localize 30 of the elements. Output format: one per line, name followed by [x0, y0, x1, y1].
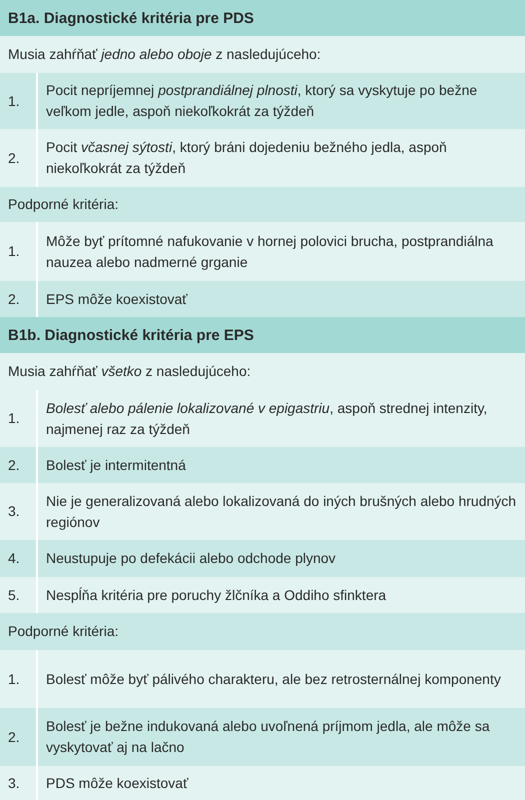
- criterion-text: Bolesť alebo pálenie lokalizované v epigastriu, aspoň strednej intenzity, najmenej raz za týždeň: [37, 390, 525, 447]
- table-header: B1a. Diagnostické kritéria pre PDS: [0, 0, 525, 36]
- criterion-text: Nie je generalizovaná alebo lokalizovaná do iných brušných alebo hrudných regiónov: [37, 483, 525, 540]
- criterion-text: Neustupuje po defekácii alebo odchode plynov: [37, 540, 525, 577]
- criterion-text: Pocit nepríjemnej postprandiálnej plnosti, ktorý sa vyskytuje po bežne veľkom jedle, aspoň niekoľkokrát za týždeň: [37, 73, 525, 129]
- row-number: 1.: [0, 650, 37, 708]
- criterion-text: Bolesť je bežne indukovaná alebo uvoľnená príjmom jedla, ale môže sa vyskytovať aj na lačno: [37, 708, 525, 766]
- row-number: 2.: [0, 708, 37, 766]
- row-number: 1.: [0, 390, 37, 447]
- table-header: B1b. Diagnostické kritéria pre EPS: [0, 317, 525, 353]
- criterion-text: EPS môže koexistovať: [37, 281, 525, 317]
- row-number: 3.: [0, 766, 37, 800]
- row-number: 3.: [0, 483, 37, 540]
- criterion-text: Bolesť môže byť pálivého charakteru, ale bez retrosternálnej komponenty: [37, 650, 525, 708]
- criterion-text: Môže byť prítomné nafukovanie v hornej polovici brucha, postprandiálna nauzea alebo nadmerné grganie: [37, 222, 525, 281]
- criterion-text: Bolesť je intermitentná: [37, 447, 525, 483]
- row-number: 4.: [0, 540, 37, 577]
- criterion-text: PDS môže koexistovať: [37, 766, 525, 800]
- criterion-text: Nespĺňa kritéria pre poruchy žlčníka a Oddiho sfinktera: [37, 577, 525, 613]
- section-label: Podporné kritéria:: [0, 187, 525, 222]
- row-number: 1.: [0, 222, 37, 281]
- row-number: 2.: [0, 129, 37, 187]
- row-number: 2.: [0, 447, 37, 483]
- row-number: 5.: [0, 577, 37, 613]
- row-number: 1.: [0, 73, 37, 129]
- section-label: Musia zahŕňať všetko z nasledujúceho:: [0, 353, 525, 390]
- section-label: Podporné kritéria:: [0, 613, 525, 650]
- criterion-text: Pocit včasnej sýtosti, ktorý bráni dojedeniu bežného jedla, aspoň niekoľkokrát za týždeň: [37, 129, 525, 187]
- row-number: 2.: [0, 281, 37, 317]
- section-label: Musia zahŕňať jedno alebo oboje z nasledujúceho:: [0, 36, 525, 73]
